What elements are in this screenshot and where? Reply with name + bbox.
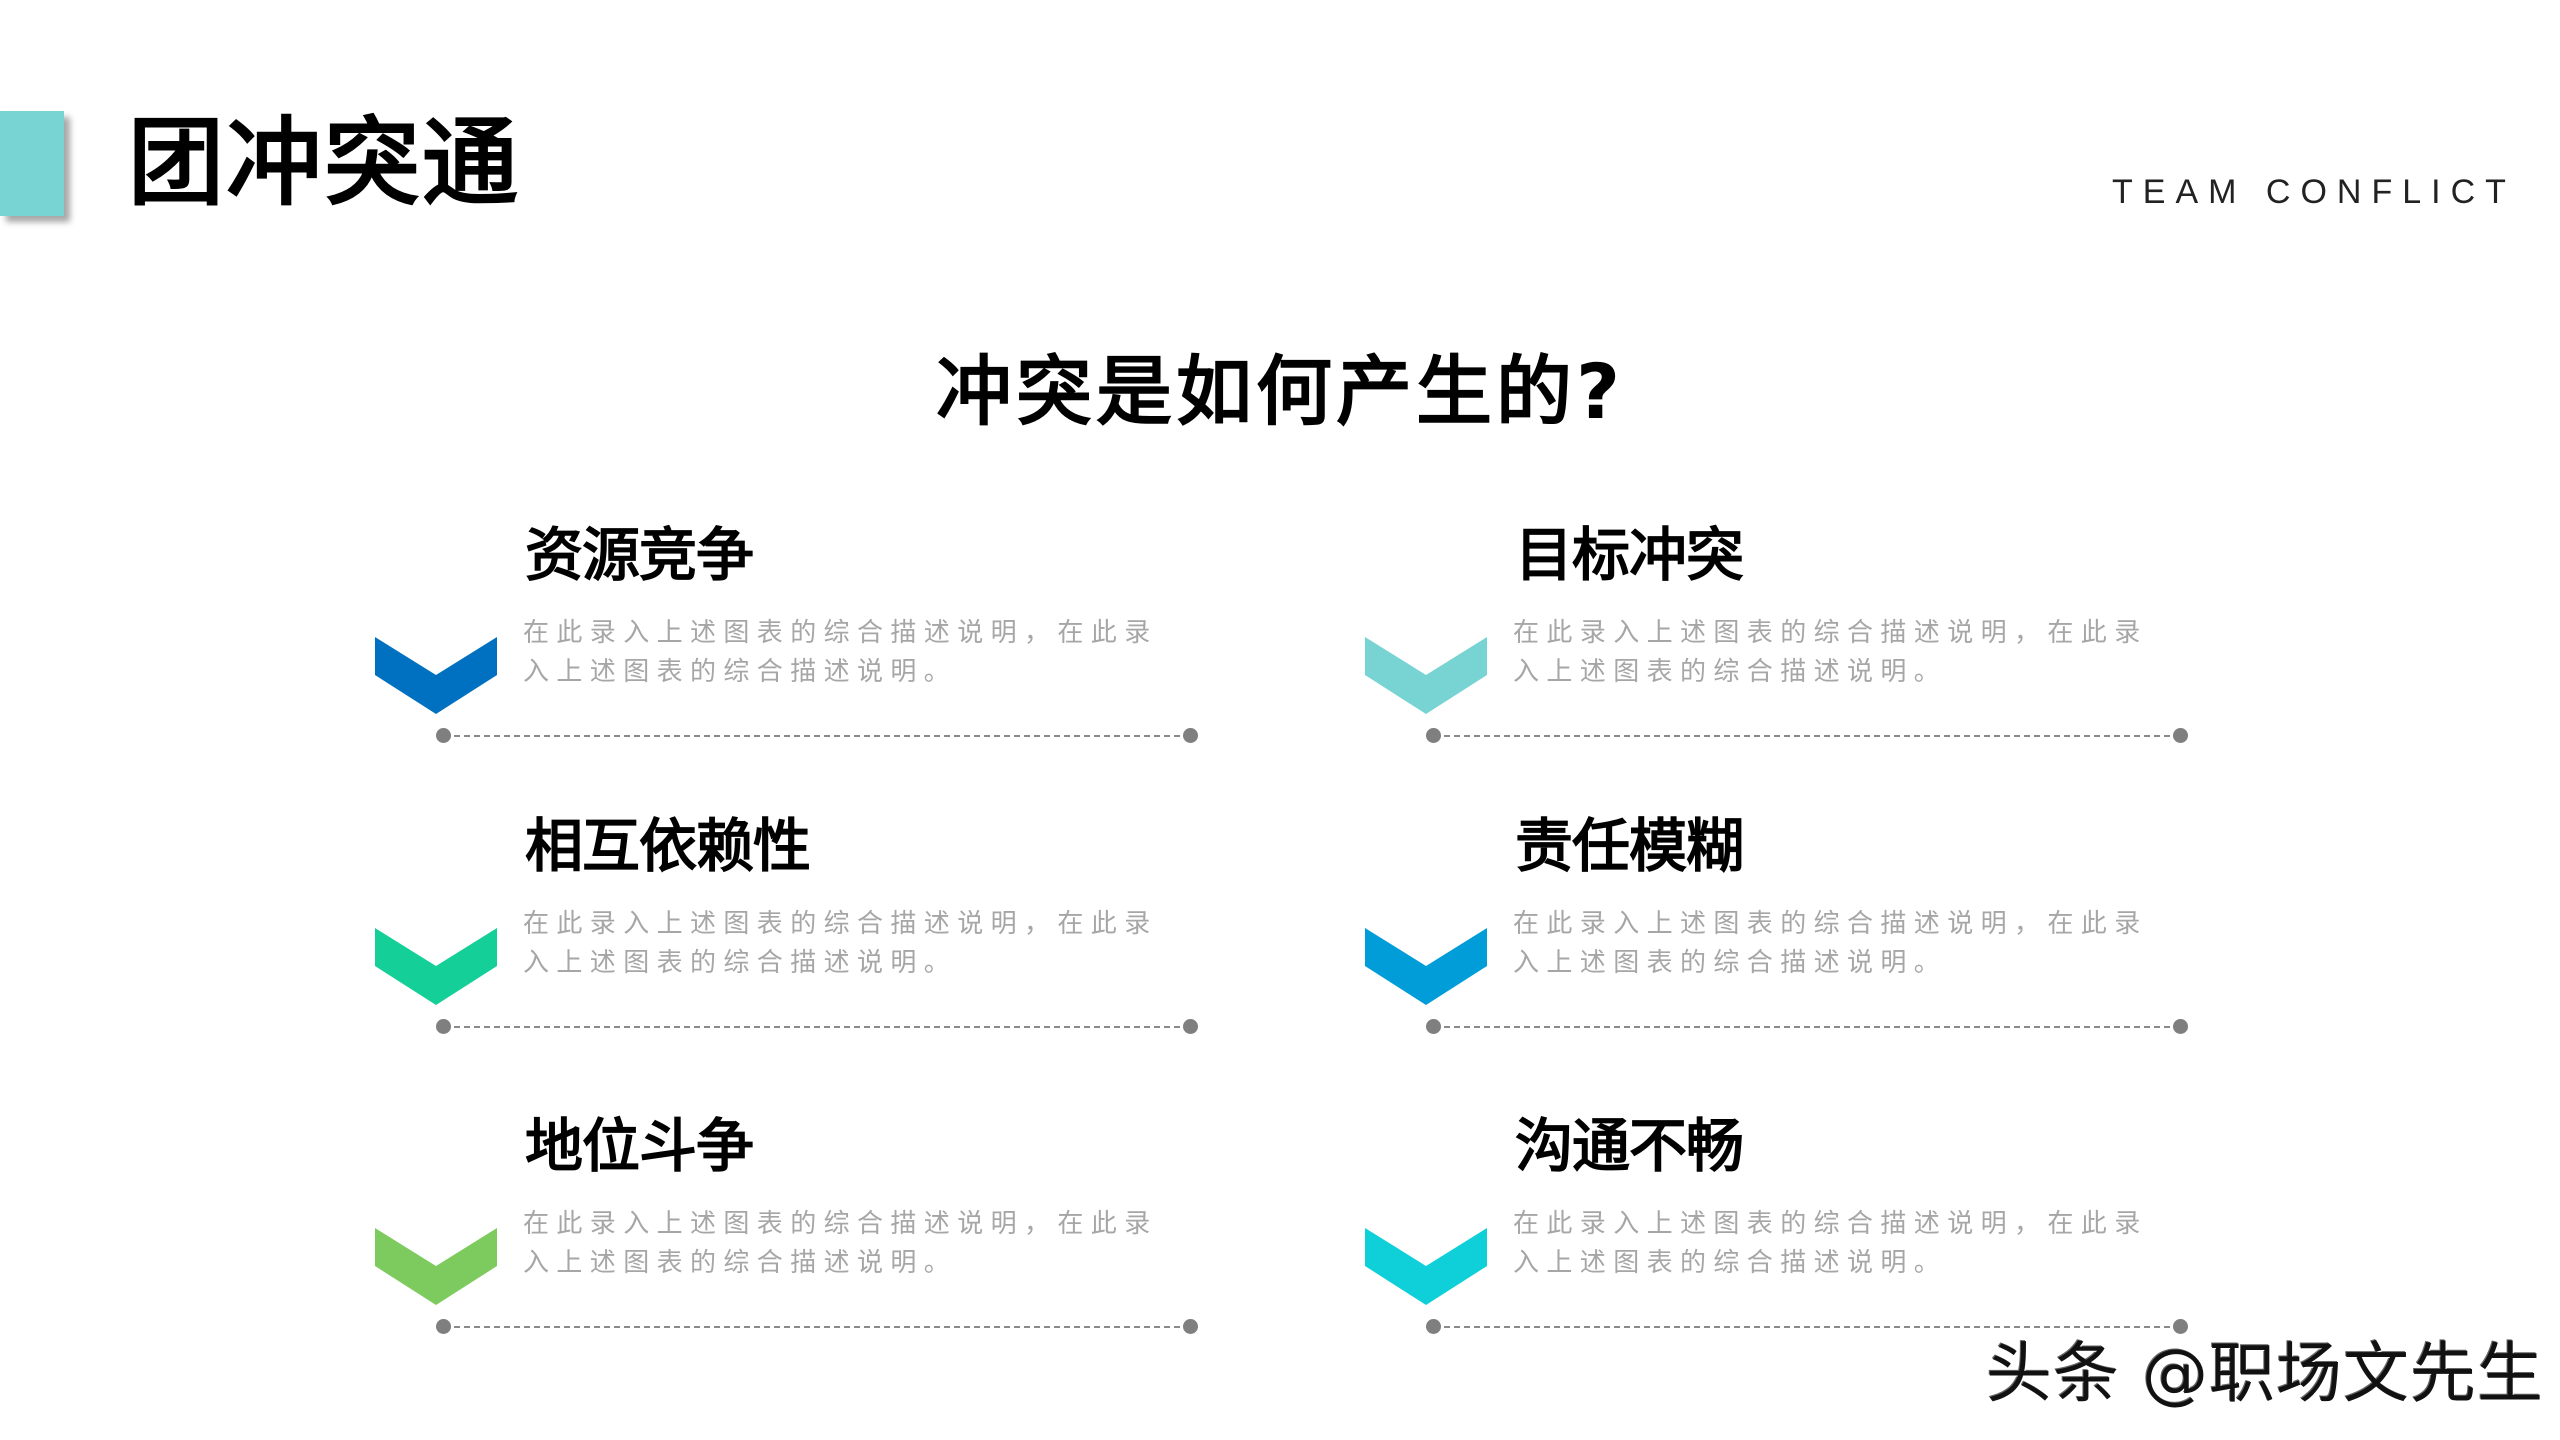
conflict-item-status-struggle: 地位斗争 在此录入上述图表的综合描述说明，在此录入上述图表的综合描述说明。 [375, 1113, 1275, 1373]
chevron-shape [1365, 637, 1487, 714]
item-description: 在此录入上述图表的综合描述说明，在此录入上述图表的综合描述说明。 [523, 618, 1158, 687]
dotted-divider [436, 728, 1198, 744]
dotted-divider [1426, 1319, 2188, 1335]
item-description: 在此录入上述图表的综合描述说明，在此录入上述图表的综合描述说明。 [523, 909, 1158, 978]
divider-end-dot [2173, 1319, 2188, 1334]
section-subtitle: 冲突是如何产生的? [935, 347, 1625, 436]
item-description: 在此录入上述图表的综合描述说明，在此录入上述图表的综合描述说明。 [1513, 618, 2148, 687]
divider-line [444, 1326, 1190, 1328]
dotted-divider [436, 1019, 1198, 1035]
divider-end-dot [2173, 1019, 2188, 1034]
dotted-divider [1426, 728, 2188, 744]
chevron-shape [1365, 928, 1487, 1005]
divider-line [1434, 1026, 2180, 1028]
conflict-item-interdependence: 相互依赖性 在此录入上述图表的综合描述说明，在此录入上述图表的综合描述说明。 [375, 813, 1275, 1073]
item-title: 相互依赖性 [525, 812, 811, 880]
divider-start-dot [1426, 1019, 1441, 1034]
dotted-divider [436, 1319, 1198, 1335]
chevron-down-icon [1365, 928, 1487, 1005]
chevron-down-icon [1365, 637, 1487, 714]
page-title: 团冲突通 [128, 107, 520, 219]
item-title: 沟通不畅 [1515, 1112, 1744, 1180]
chevron-shape [375, 928, 497, 1005]
conflict-item-unclear-responsibility: 责任模糊 在此录入上述图表的综合描述说明，在此录入上述图表的综合描述说明。 [1365, 813, 2265, 1073]
conflict-item-resource-competition: 资源竞争 在此录入上述图表的综合描述说明，在此录入上述图表的综合描述说明。 [375, 522, 1275, 782]
item-title: 责任模糊 [1515, 812, 1744, 880]
divider-end-dot [1183, 1019, 1198, 1034]
chevron-down-icon [375, 1228, 497, 1305]
chevron-down-icon [1365, 1228, 1487, 1305]
chevron-down-icon [375, 928, 497, 1005]
divider-start-dot [1426, 1319, 1441, 1334]
watermark: 头条 @职场文先生 [1986, 1335, 2544, 1412]
divider-start-dot [436, 1319, 451, 1334]
dotted-divider [1426, 1019, 2188, 1035]
title-accent-block [0, 111, 64, 216]
divider-line [444, 735, 1190, 737]
item-title: 目标冲突 [1515, 521, 1744, 589]
chevron-down-icon [375, 637, 497, 714]
item-title: 资源竞争 [525, 521, 754, 589]
chevron-shape [375, 1228, 497, 1305]
divider-end-dot [1183, 1319, 1198, 1334]
divider-line [1434, 735, 2180, 737]
divider-end-dot [2173, 728, 2188, 743]
item-title: 地位斗争 [525, 1112, 754, 1180]
conflict-item-goal-conflict: 目标冲突 在此录入上述图表的综合描述说明，在此录入上述图表的综合描述说明。 [1365, 522, 2265, 782]
divider-start-dot [436, 728, 451, 743]
divider-start-dot [436, 1019, 451, 1034]
item-description: 在此录入上述图表的综合描述说明，在此录入上述图表的综合描述说明。 [523, 1209, 1158, 1278]
divider-end-dot [1183, 728, 1198, 743]
item-description: 在此录入上述图表的综合描述说明，在此录入上述图表的综合描述说明。 [1513, 1209, 2148, 1278]
english-title: TEAM CONFLICT [2112, 173, 2516, 211]
divider-start-dot [1426, 728, 1441, 743]
chevron-shape [1365, 1228, 1487, 1305]
conflict-item-poor-communication: 沟通不畅 在此录入上述图表的综合描述说明，在此录入上述图表的综合描述说明。 [1365, 1113, 2265, 1373]
divider-line [1434, 1326, 2180, 1328]
chevron-shape [375, 637, 497, 714]
divider-line [444, 1026, 1190, 1028]
item-description: 在此录入上述图表的综合描述说明，在此录入上述图表的综合描述说明。 [1513, 909, 2148, 978]
